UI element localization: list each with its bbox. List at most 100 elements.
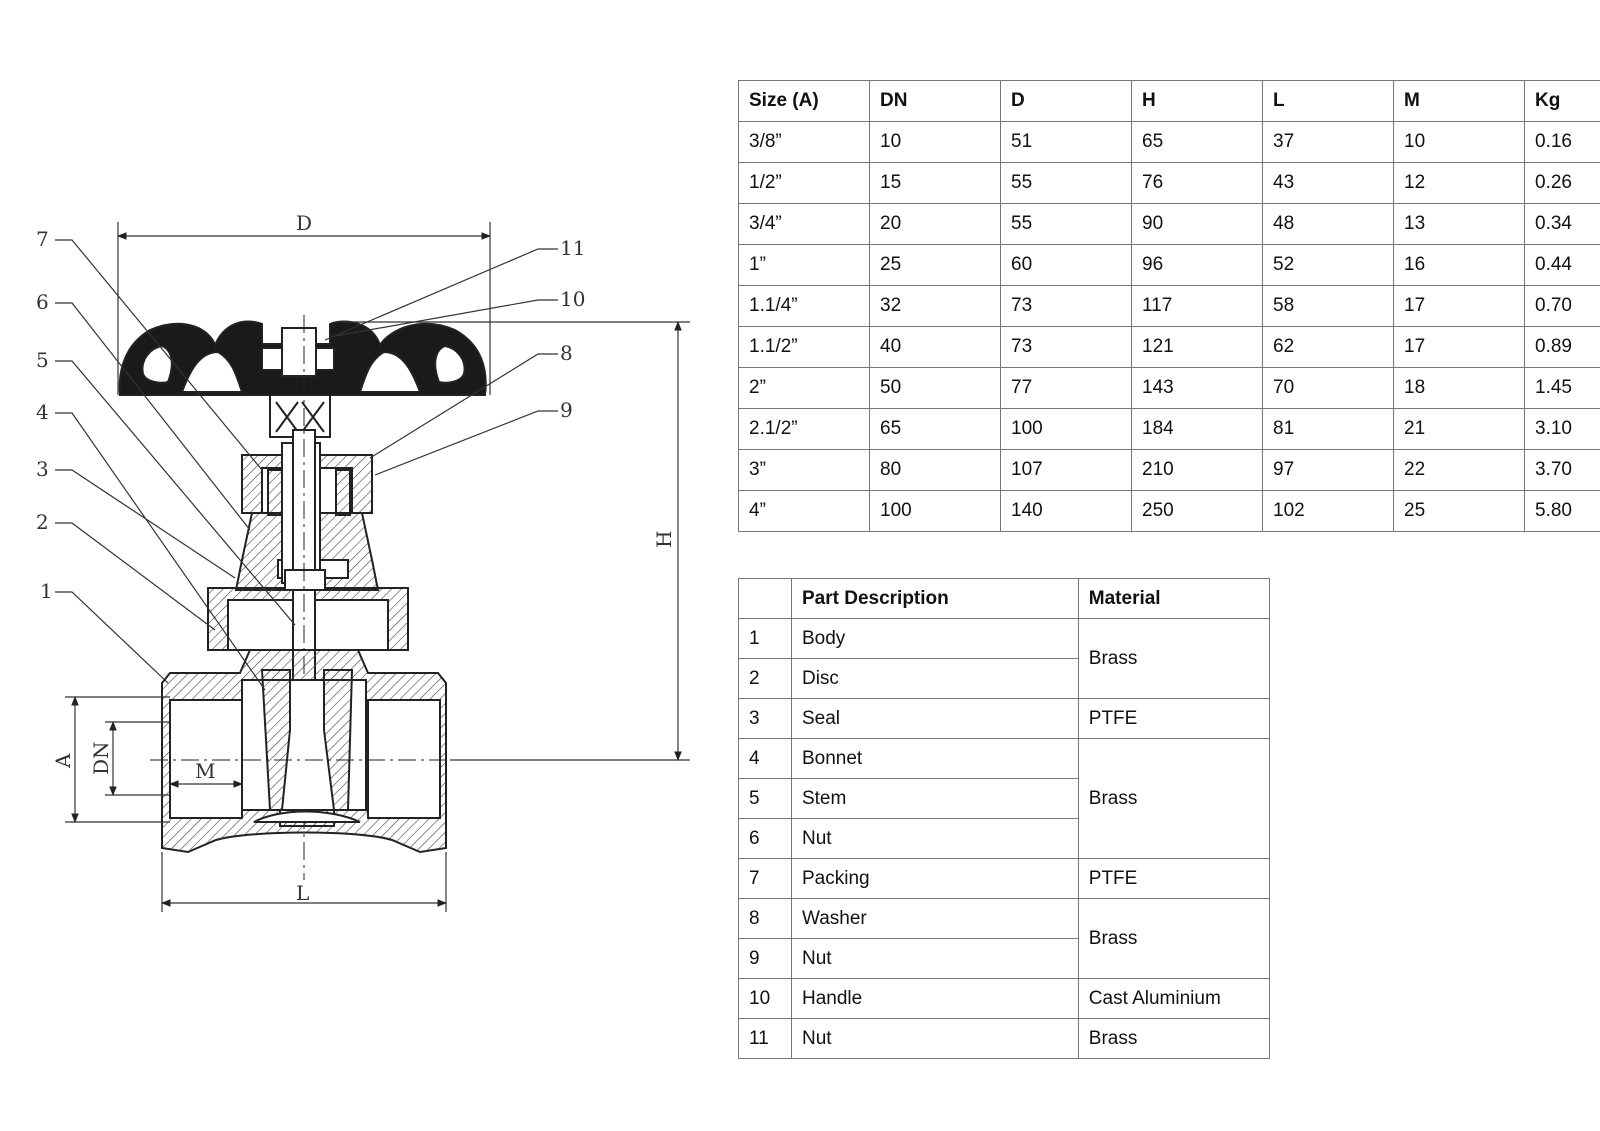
table-cell: 37	[1262, 121, 1394, 163]
part-number: 10	[738, 978, 792, 1019]
table-cell: 40	[869, 326, 1001, 368]
dim-label-d: D	[296, 211, 312, 235]
parts-table-header-cell: Part Description	[790, 578, 1079, 619]
table-cell: 107	[1000, 449, 1132, 491]
part-description: Nut	[790, 818, 1079, 859]
part-description: Stem	[790, 778, 1079, 819]
part-description: Handle	[790, 978, 1079, 1019]
table-cell: 121	[1131, 326, 1263, 368]
size-table-header-cell: M	[1393, 80, 1525, 122]
callout-5: 5	[36, 348, 49, 372]
table-cell: 0.16	[1524, 121, 1600, 163]
table-cell: 117	[1131, 285, 1263, 327]
callout-2: 2	[36, 510, 49, 534]
table-cell: 17	[1393, 326, 1525, 368]
table-cell: 100	[869, 490, 1001, 532]
table-cell: 102	[1262, 490, 1394, 532]
part-number: 8	[738, 898, 792, 939]
table-cell: 0.44	[1524, 244, 1600, 286]
table-cell: 4”	[738, 490, 870, 532]
table-cell: 97	[1262, 449, 1394, 491]
table-cell: 43	[1262, 162, 1394, 204]
table-cell: 143	[1131, 367, 1263, 409]
part-description: Nut	[790, 1018, 1079, 1059]
dim-label-a: A	[51, 753, 75, 769]
size-table-header-cell: H	[1131, 80, 1263, 122]
valve-body	[150, 649, 460, 854]
part-number: 7	[738, 858, 792, 899]
table-cell: 76	[1131, 162, 1263, 204]
part-number: 1	[738, 618, 792, 659]
table-cell: 13	[1393, 203, 1525, 245]
part-material: Brass	[1077, 1018, 1271, 1059]
part-number: 4	[738, 738, 792, 779]
table-cell: 32	[869, 285, 1001, 327]
table-cell: 210	[1131, 449, 1263, 491]
part-description: Disc	[790, 658, 1079, 699]
table-cell: 250	[1131, 490, 1263, 532]
parts-table-header-cell: Material	[1077, 578, 1271, 619]
part-number: 11	[738, 1018, 792, 1059]
callout-7: 7	[36, 227, 49, 251]
callout-1: 1	[40, 579, 53, 603]
table-cell: 100	[1000, 408, 1132, 450]
table-cell: 3.10	[1524, 408, 1600, 450]
table-cell: 96	[1131, 244, 1263, 286]
table-cell: 2”	[738, 367, 870, 409]
callout-6: 6	[36, 290, 49, 314]
table-cell: 3/8”	[738, 121, 870, 163]
callout-10: 10	[560, 287, 585, 311]
table-cell: 1.1/2”	[738, 326, 870, 368]
callout-leaders	[55, 239, 558, 691]
table-cell: 20	[869, 203, 1001, 245]
table-cell: 73	[1000, 285, 1132, 327]
size-table-header-cell: Kg	[1524, 80, 1600, 122]
table-cell: 58	[1262, 285, 1394, 327]
table-cell: 22	[1393, 449, 1525, 491]
table-cell: 60	[1000, 244, 1132, 286]
callout-3: 3	[36, 457, 49, 481]
dim-label-l: L	[296, 881, 309, 905]
table-cell: 0.89	[1524, 326, 1600, 368]
size-table-header-cell: Size (A)	[738, 80, 870, 122]
part-material: PTFE	[1077, 858, 1271, 899]
table-cell: 81	[1262, 408, 1394, 450]
parts-table-header-cell	[738, 578, 792, 619]
table-cell: 21	[1393, 408, 1525, 450]
part-material: Brass	[1077, 738, 1271, 859]
table-cell: 184	[1131, 408, 1263, 450]
part-number: 6	[738, 818, 792, 859]
table-cell: 1.45	[1524, 367, 1600, 409]
table-cell: 80	[869, 449, 1001, 491]
part-description: Body	[790, 618, 1079, 659]
dim-label-dn: DN	[89, 741, 113, 775]
size-table-header-cell: DN	[869, 80, 1001, 122]
table-cell: 18	[1393, 367, 1525, 409]
part-description: Packing	[790, 858, 1079, 899]
part-number: 9	[738, 938, 792, 979]
table-cell: 50	[869, 367, 1001, 409]
table-cell: 0.26	[1524, 162, 1600, 204]
table-cell: 51	[1000, 121, 1132, 163]
dim-label-m: M	[195, 759, 215, 783]
table-cell: 3”	[738, 449, 870, 491]
table-cell: 65	[1131, 121, 1263, 163]
table-cell: 0.34	[1524, 203, 1600, 245]
table-cell: 90	[1131, 203, 1263, 245]
table-cell: 65	[869, 408, 1001, 450]
table-cell: 2.1/2”	[738, 408, 870, 450]
part-number: 5	[738, 778, 792, 819]
size-table-header-cell: L	[1262, 80, 1394, 122]
